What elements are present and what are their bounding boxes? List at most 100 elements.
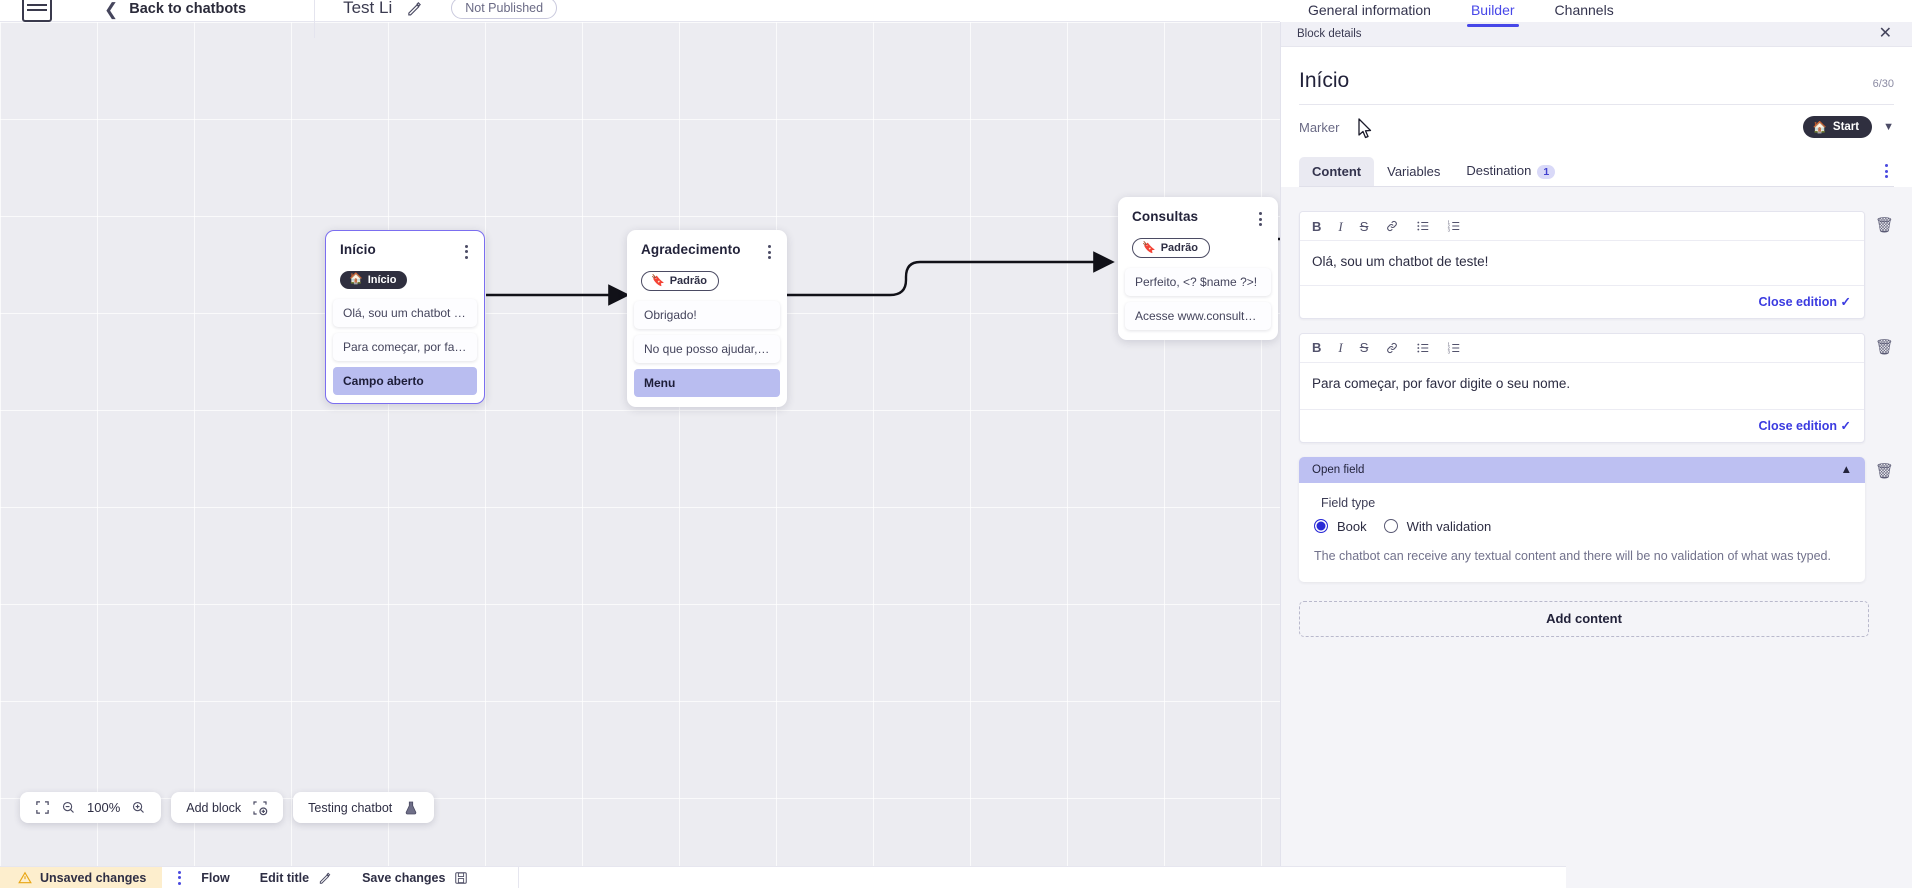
app-logo-icon[interactable] <box>22 0 52 22</box>
marker-row: Marker 🏠 Start ▼ <box>1299 105 1894 138</box>
status-divider <box>518 866 520 888</box>
link-icon[interactable] <box>1385 219 1399 233</box>
fit-screen-icon[interactable] <box>35 800 50 815</box>
node-kebab-menu-icon[interactable] <box>1257 209 1264 229</box>
edit-title-button[interactable]: Edit title <box>260 871 332 885</box>
node-kebab-menu-icon[interactable] <box>463 242 470 262</box>
warning-icon <box>18 871 32 883</box>
editor-text[interactable]: Para começar, por favor digite o seu nom… <box>1312 375 1571 391</box>
block-details-panel: Block details ✕ Início 6/30 Marker 🏠 Sta… <box>1280 22 1912 888</box>
svg-text:1: 1 <box>1448 341 1451 346</box>
close-edition-label: Close edition <box>1758 418 1837 433</box>
node-row[interactable]: Obrigado! <box>634 301 780 329</box>
node-row-list: Obrigado! No que posso ajudar, <? $name … <box>627 301 787 397</box>
italic-icon[interactable]: I <box>1338 340 1343 356</box>
status-kebab-menu-icon[interactable] <box>178 870 182 885</box>
pencil-icon[interactable] <box>406 0 423 17</box>
node-row[interactable]: Olá, sou um chatbot de teste! <box>333 298 477 327</box>
flow-button[interactable]: Flow <box>201 871 229 885</box>
node-tag-badge: 🏠 Início <box>340 270 408 289</box>
content-item-text-1: B I S 1 2 <box>1299 211 1894 319</box>
panel-content-scroll[interactable]: B I S 1 2 <box>1281 187 1912 888</box>
add-block-button[interactable]: Add block <box>171 792 284 823</box>
radio-with-validation[interactable]: With validation <box>1383 518 1492 534</box>
testing-chatbot-button[interactable]: Testing chatbot <box>293 792 435 823</box>
top-bar: ❮ Back to chatbots Test Li Not Published <box>0 0 1566 38</box>
node-row-list: Perfeito, <? $name ?>! Acesse www.consul… <box>1118 268 1278 330</box>
open-field-card[interactable]: Open field ▲ Field type Book W <box>1299 456 1865 582</box>
bold-icon[interactable]: B <box>1312 340 1322 356</box>
numbered-list-icon[interactable]: 1 2 3 <box>1447 341 1461 355</box>
node-row[interactable]: No que posso ajudar, <? $name ... <box>634 335 780 363</box>
rich-text-editor[interactable]: B I S 1 2 <box>1299 211 1865 319</box>
trash-icon[interactable]: 🗑 <box>1874 338 1894 356</box>
node-row[interactable]: Menu <box>634 369 780 397</box>
zoom-level: 100% <box>87 800 121 815</box>
rich-text-editor[interactable]: B I S 1 2 <box>1299 332 1865 443</box>
node-header: Início <box>326 242 484 262</box>
add-block-label: Add block <box>186 800 242 815</box>
node-row[interactable]: Acesse www.consultas.com par... <box>1125 302 1271 330</box>
save-changes-button[interactable]: Save changes <box>362 871 468 885</box>
home-icon: 🏠 <box>1812 122 1827 134</box>
radio-with-validation-label: With validation <box>1406 518 1492 534</box>
panel-top-section: Início 6/30 Marker 🏠 Start ▼ Content Var… <box>1281 47 1912 187</box>
edit-title-label: Edit title <box>259 870 310 885</box>
node-kebab-menu-icon[interactable] <box>766 242 773 262</box>
subtab-content[interactable]: Content <box>1299 156 1375 186</box>
trash-icon[interactable]: 🗑 <box>1874 217 1894 234</box>
main-tabs: General information Builder Channels <box>1280 0 1912 27</box>
chevron-left-icon[interactable]: ❮ <box>104 0 119 19</box>
flow-node-agradecimento[interactable]: Agradecimento 🔖 Padrão Obrigado! No que … <box>627 230 787 407</box>
radio-book[interactable]: Book <box>1314 519 1367 534</box>
bullet-list-icon[interactable] <box>1416 341 1430 355</box>
node-row[interactable]: Campo aberto <box>333 366 477 395</box>
node-row[interactable]: Perfeito, <? $name ?>! <box>1125 268 1271 296</box>
content-item-open-field: Open field ▲ Field type Book W <box>1299 456 1894 582</box>
node-tag-badge: 🔖 Padrão <box>641 271 719 291</box>
bullet-list-icon[interactable] <box>1416 219 1430 233</box>
char-counter: 6/30 <box>1872 78 1894 90</box>
destination-count-badge: 1 <box>1537 165 1556 179</box>
tab-builder[interactable]: Builder <box>1466 1 1519 27</box>
status-badge: Not Published <box>451 0 558 19</box>
node-title: Início <box>340 241 376 257</box>
close-edition-button[interactable]: Close edition ✓ <box>1300 408 1864 442</box>
close-edition-label: Close edition <box>1758 294 1837 309</box>
bold-icon[interactable]: B <box>1312 218 1322 234</box>
node-row-list: Olá, sou um chatbot de teste! Para começ… <box>326 298 484 395</box>
marker-start-badge[interactable]: 🏠 Start <box>1802 116 1873 138</box>
tab-channels[interactable]: Channels <box>1554 1 1614 18</box>
node-row[interactable]: Para começar, por favor digite o ... <box>333 332 477 361</box>
italic-icon[interactable]: I <box>1338 218 1343 234</box>
trash-icon[interactable]: 🗑 <box>1874 462 1894 480</box>
back-to-chatbots-link[interactable]: Back to chatbots <box>129 1 247 17</box>
save-changes-label: Save changes <box>362 870 446 885</box>
radio-dot-selected <box>1314 519 1328 534</box>
link-icon[interactable] <box>1385 341 1399 355</box>
chevron-up-icon[interactable]: ▲ <box>1840 463 1852 476</box>
tag-icon: 🔖 <box>1142 241 1156 254</box>
add-content-button[interactable]: Add content <box>1299 600 1869 637</box>
marker-control[interactable]: 🏠 Start ▼ <box>1802 116 1894 138</box>
node-tag-badge: 🔖 Padrão <box>1132 238 1210 258</box>
zoom-in-icon[interactable] <box>131 800 146 815</box>
close-icon[interactable]: ✕ <box>1878 25 1892 42</box>
editor-text[interactable]: Olá, sou um chatbot de teste! <box>1312 254 1489 269</box>
strikethrough-icon[interactable]: S <box>1359 340 1369 356</box>
panel-kebab-menu-icon[interactable] <box>1879 164 1894 178</box>
zoom-controls[interactable]: 100% <box>20 792 162 823</box>
tag-icon: 🔖 <box>651 274 665 287</box>
subtab-variables[interactable]: Variables <box>1387 163 1441 179</box>
numbered-list-icon[interactable]: 1 2 3 <box>1447 219 1461 233</box>
open-field-header[interactable]: Open field ▲ <box>1299 456 1865 483</box>
chevron-down-icon[interactable]: ▼ <box>1883 121 1894 133</box>
zoom-out-icon[interactable] <box>61 800 76 815</box>
flow-node-consultas[interactable]: Consultas 🔖 Padrão Perfeito, <? $name ?>… <box>1118 197 1278 340</box>
close-edition-button[interactable]: Close edition ✓ <box>1300 284 1864 318</box>
strikethrough-icon[interactable]: S <box>1359 218 1369 234</box>
canvas-toolbar: 100% Add block Testing chatbot <box>20 792 435 823</box>
tab-general-information[interactable]: General information <box>1308 1 1431 18</box>
flow-node-inicio[interactable]: Início 🏠 Início Olá, sou um chatbot de t… <box>325 230 485 404</box>
